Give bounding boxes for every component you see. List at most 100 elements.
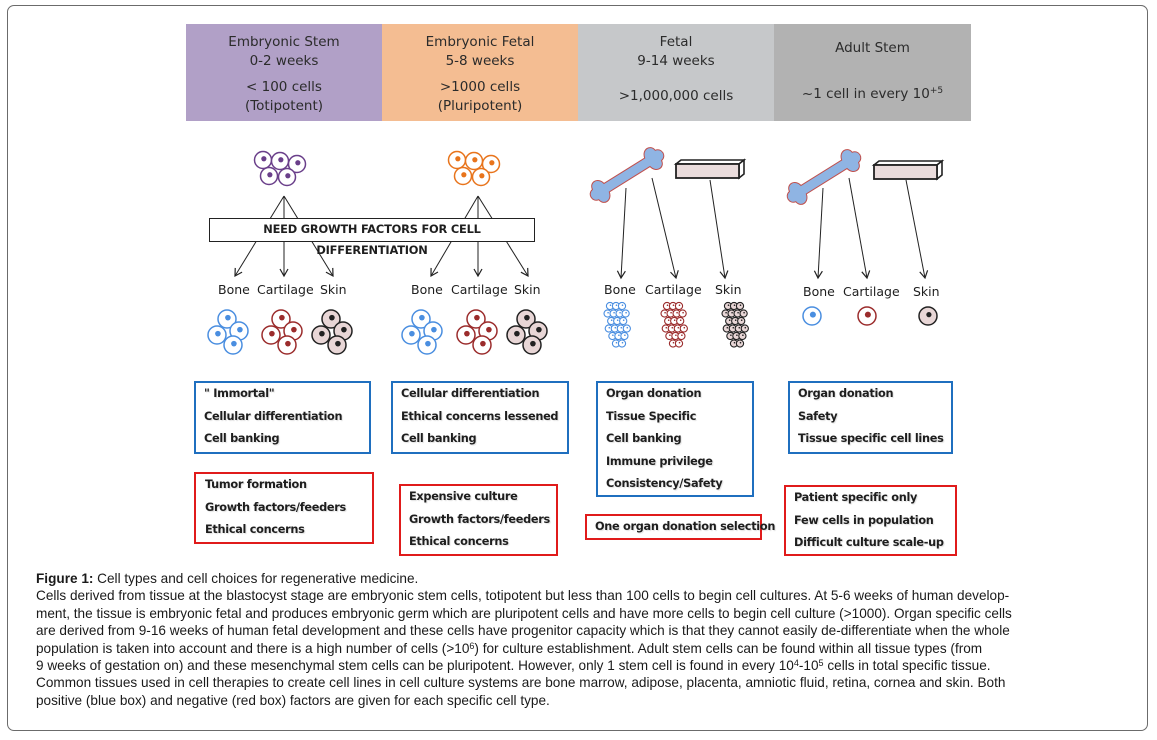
stage-cells: >1000 cells (439, 79, 521, 95)
tissue-label-bone: Bone (604, 282, 636, 297)
cell-nucleus (480, 340, 486, 347)
dense-cell-nucleus (727, 304, 730, 307)
positive-factors-fetal: Organ donation Tissue Specific Cell bank… (596, 381, 754, 497)
dense-cell-nucleus (613, 311, 615, 314)
cell-nucleus (269, 330, 275, 337)
dense-cell-nucleus (669, 334, 671, 337)
stage-title: Embryonic Fetal (425, 34, 535, 50)
cell-nucleus (514, 330, 520, 337)
figure-frame (7, 5, 1148, 731)
dense-cell-nucleus (728, 319, 731, 322)
caption-text: 9 weeks of gestation on) and these mesen… (36, 658, 794, 674)
dense-cell-nucleus (618, 334, 620, 337)
dense-cell-nucleus (726, 326, 729, 329)
adult-skin-cell (918, 306, 938, 326)
dense-cell (677, 331, 686, 341)
skin-cell-cluster (311, 309, 353, 355)
cell-nucleus (536, 326, 542, 333)
dense-cell-nucleus (667, 319, 670, 322)
tissue-label-skin: Skin (913, 284, 940, 299)
dense-cell-nucleus (682, 311, 684, 314)
dense-cell-nucleus (673, 319, 676, 322)
dense-cell-nucleus (672, 304, 675, 307)
bone-shape (589, 147, 665, 203)
cartilage-cell-cluster (261, 309, 303, 355)
arrow (848, 177, 871, 280)
positive-factors-embryonic-stem: " Immortal" Cellular differentiation Cel… (194, 381, 371, 454)
dense-cell-nucleus (743, 311, 745, 314)
differentiated-cell (277, 335, 297, 355)
cell-nucleus (419, 314, 425, 321)
negative-factors-embryonic-fetal: Expensive culture Growth factors/feeders… (399, 484, 558, 556)
dense-cell (740, 324, 749, 333)
tissue-label-cartilage: Cartilage (257, 282, 314, 297)
dense-cell (617, 301, 627, 311)
caption-title-line: Figure 1: Cell types and cell choices fo… (36, 570, 1136, 587)
factor-item: Consistency/Safety (606, 477, 723, 490)
tissue-label-skin: Skin (715, 282, 742, 297)
dense-cell (738, 331, 747, 341)
slab-front (873, 164, 938, 180)
factor-item: Growth factors/feeders (409, 512, 550, 526)
factor-item: Tissue Specific (606, 409, 697, 423)
differentiated-cell (223, 335, 243, 355)
dense-cell (674, 301, 684, 311)
cell-nucleus (489, 160, 495, 166)
growth-factor-note: NEED GROWTH FACTORS FOR CELL DIFFERENTIA… (209, 218, 535, 257)
stage-cells: < 100 cells (246, 79, 322, 95)
cell-nucleus (461, 172, 467, 178)
dense-cell (621, 309, 630, 318)
dense-cell-nucleus (609, 304, 612, 307)
stage-cells-prefix: ~1 cell in every 10 (801, 86, 930, 102)
dense-cell-nucleus (734, 319, 737, 322)
positive-factors-adult-stem: Organ donation Safety Tissue specific ce… (788, 381, 953, 454)
cell-nucleus (291, 326, 297, 333)
dense-cell-nucleus (619, 311, 621, 314)
cell-nucleus (486, 326, 492, 333)
differentiated-cell (327, 335, 347, 355)
differentiated-cell (506, 325, 526, 345)
dense-cell-nucleus (670, 311, 672, 314)
cell-nucleus (524, 314, 530, 321)
dense-cell-nucleus (733, 341, 736, 344)
differentiated-cell (271, 309, 291, 329)
caption-line: Cells derived from tissue at the blastoc… (36, 588, 1010, 604)
dense-cell-nucleus (625, 311, 627, 314)
caption-superscript: 4 (793, 658, 799, 669)
cell-nucleus (231, 340, 237, 347)
differentiated-cell (417, 335, 437, 355)
stem-cell (464, 151, 484, 171)
cell-nucleus (225, 314, 231, 321)
dense-cell (679, 324, 688, 333)
caption-line: ment, the tissue is embryonic fetal and … (36, 605, 1012, 621)
tissue-label-skin: Skin (320, 282, 347, 297)
dense-cell (617, 339, 627, 348)
caption-superscript: 6 (469, 640, 475, 651)
dense-cell (622, 324, 631, 333)
stage-potency: (Totipotent) (244, 98, 324, 114)
negative-factors-fetal: One organ donation selection (585, 514, 775, 540)
cell-nucleus (431, 326, 437, 333)
dense-cell-nucleus (610, 319, 613, 322)
factor-item: Patient specific only (794, 491, 918, 504)
cell-nucleus (215, 330, 221, 337)
dense-cell-nucleus (621, 341, 624, 344)
cell-nucleus (864, 311, 871, 318)
factor-item: Ethical concerns (205, 523, 305, 536)
dense-cell-nucleus (737, 311, 739, 314)
dense-cell (735, 339, 745, 348)
tissue-label-bone: Bone (411, 282, 443, 297)
factor-item: Difficult culture scale-up (794, 536, 944, 549)
stage-embryonic-stem: Embryonic Stem 0-2 weeks < 100 cells (To… (186, 24, 382, 121)
differentiated-cell (207, 325, 227, 345)
dense-cell-nucleus (742, 334, 744, 337)
factor-item: Ethical concerns (409, 535, 509, 548)
bone-shape (786, 149, 862, 205)
dense-cell-nucleus (671, 326, 674, 329)
tissue-icons-group (589, 147, 945, 205)
dense-cell-nucleus (672, 341, 675, 344)
cell-nucleus (267, 172, 273, 178)
cell-nucleus (335, 340, 341, 347)
cell-nucleus (319, 330, 325, 337)
